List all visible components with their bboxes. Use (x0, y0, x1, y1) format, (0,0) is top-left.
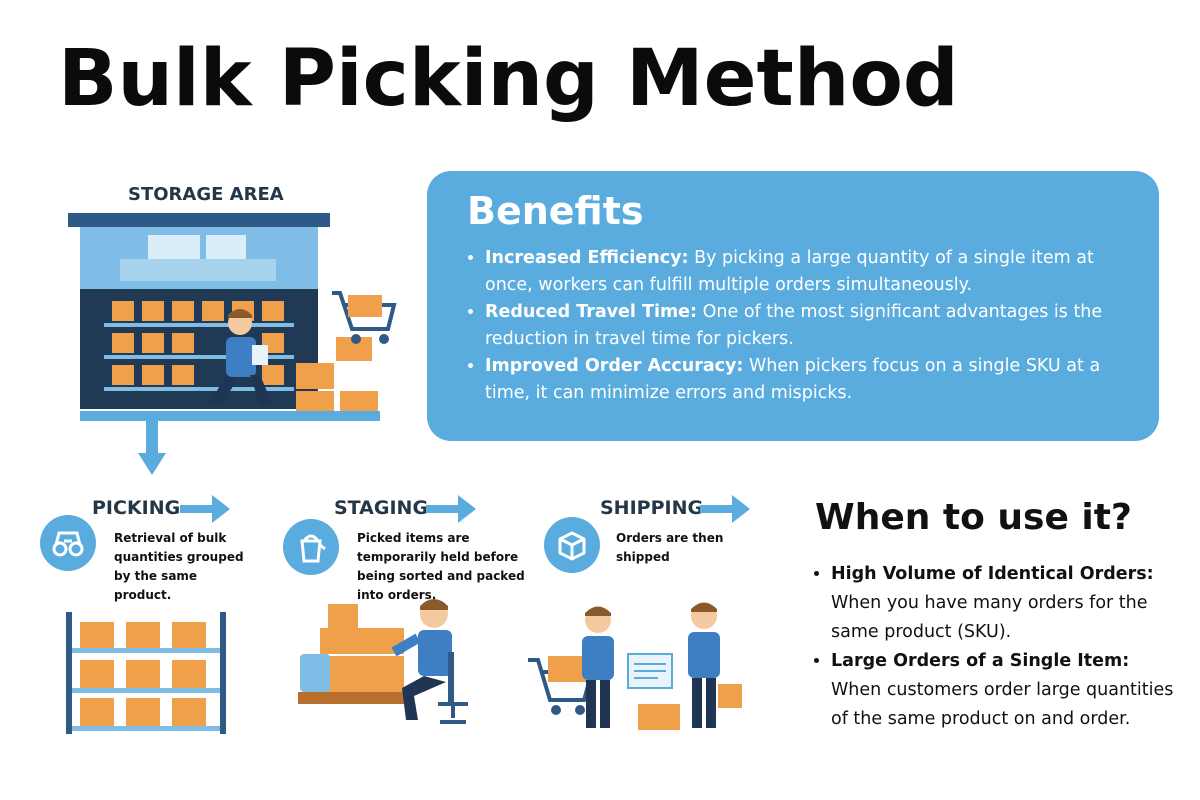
when-text: When customers order large quantities of… (831, 679, 1174, 729)
storage-area-label: STORAGE AREA (128, 184, 284, 205)
page-title: Bulk Picking Method (58, 34, 959, 124)
step-title-shipping: SHIPPING (600, 497, 704, 519)
step-desc-picking: Retrieval of bulk quantities grouped by … (114, 531, 244, 602)
when-item: Large Orders of a Single Item: When cust… (831, 647, 1175, 734)
benefit-term: Reduced Travel Time: (485, 301, 698, 322)
benefit-item: Reduced Travel Time: One of the most sig… (485, 299, 1125, 353)
shipping-illustration (528, 602, 742, 730)
when-heading: When to use it? (815, 497, 1132, 538)
when-text: When you have many orders for the same p… (831, 592, 1148, 642)
package-icon (544, 517, 600, 573)
arrow-right-icon (426, 495, 476, 523)
step-desc-staging: Picked items are temporarily held before… (357, 531, 525, 602)
benefits-panel: Benefits Increased Efficiency: By pickin… (427, 171, 1159, 441)
step-desc-shipping: Orders are then shipped (616, 531, 724, 564)
benefit-text: When pickers focus on a single SKU at a … (485, 355, 1101, 403)
when-term: High Volume of Identical Orders: (831, 563, 1154, 584)
benefit-term: Increased Efficiency: (485, 247, 689, 268)
benefits-list: Increased Efficiency: By picking a large… (467, 245, 1125, 407)
bucket-icon (283, 519, 339, 575)
storage-area-illustration (68, 213, 397, 475)
step-title-picking: PICKING (92, 497, 181, 519)
when-list: High Volume of Identical Orders: When yo… (815, 560, 1175, 734)
arrow-right-icon (700, 495, 750, 523)
staging-illustration (298, 599, 468, 724)
benefit-text: One of the most significant advantages i… (485, 301, 1103, 349)
step-title-staging: STAGING (334, 497, 429, 519)
when-to-use-section: When to use it? High Volume of Identical… (815, 498, 1175, 734)
arrow-right-icon (180, 495, 230, 523)
when-item: High Volume of Identical Orders: When yo… (831, 560, 1175, 647)
benefit-item: Improved Order Accuracy: When pickers fo… (485, 353, 1125, 407)
binoculars-icon (40, 515, 96, 571)
picking-shelves-illustration (66, 612, 226, 734)
benefit-term: Improved Order Accuracy: (485, 355, 744, 376)
when-term: Large Orders of a Single Item: (831, 650, 1130, 671)
benefit-item: Increased Efficiency: By picking a large… (485, 245, 1125, 299)
benefit-text: By picking a large quantity of a single … (485, 247, 1094, 295)
benefits-heading: Benefits (467, 189, 644, 233)
